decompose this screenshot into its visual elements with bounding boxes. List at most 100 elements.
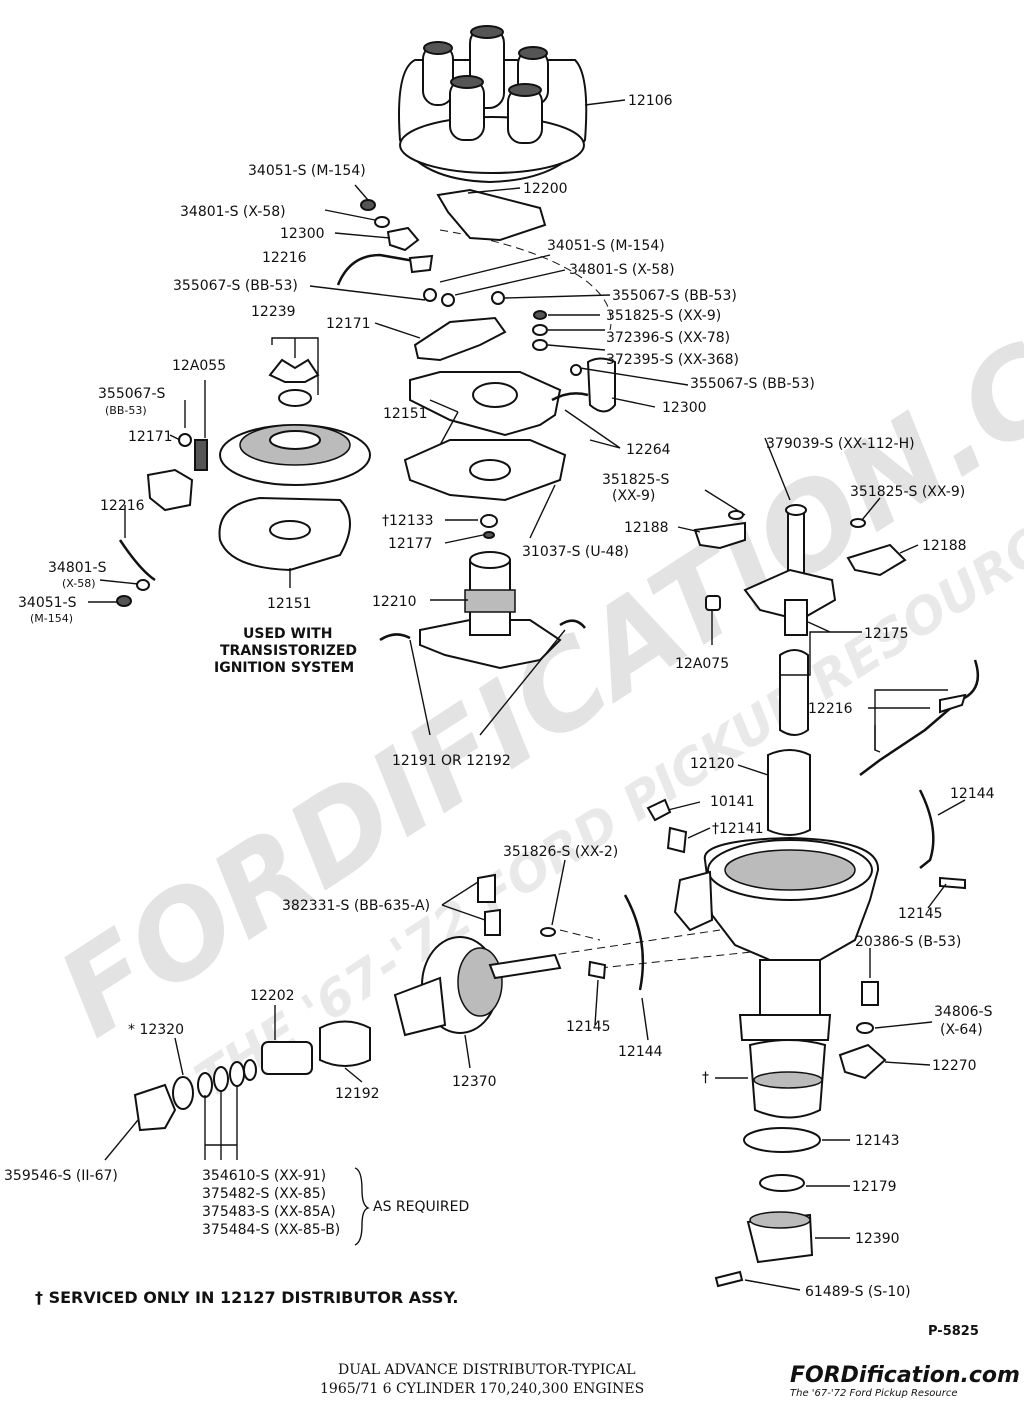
label-375482-s: 375482-S (XX-85): [202, 1186, 326, 1202]
label-34051-s-m154-a: 34051-S (M-154): [248, 163, 366, 179]
label-12216-c: 12216: [808, 701, 853, 717]
label-355067-s-bb53-c: 355067-S (BB-53): [690, 376, 815, 392]
label-12264: 12264: [626, 442, 671, 458]
label-12A055: 12A055: [172, 358, 226, 374]
label-351826-s: 351826-S (XX-2): [503, 844, 618, 860]
label-351825-s-xx9-a: 351825-S (XX-9): [606, 308, 721, 324]
leader-lines: [88, 99, 966, 1291]
label-12188-a: 12188: [624, 520, 669, 536]
pins: [587, 798, 966, 1080]
footnote: † SERVICED ONLY IN 12127 DISTRIBUTOR ASS…: [35, 1288, 458, 1307]
breaker-points: [413, 316, 507, 362]
centrifugal-plate: [379, 551, 586, 670]
label-12171-a: 12171: [326, 316, 371, 332]
label-12133: †12133: [382, 513, 434, 529]
label-12390: 12390: [855, 1231, 900, 1247]
label-12320: * 12320: [128, 1022, 184, 1038]
label-20386-s: 20386-S (B-53): [855, 934, 961, 950]
transistor-note-line3: IGNITION SYSTEM: [214, 660, 354, 676]
distributor-housing: [673, 836, 880, 1119]
reference-code: P-5825: [928, 1324, 979, 1339]
distributor-cap: [398, 25, 588, 184]
caption-line2: 1965/71 6 CYLINDER 170,240,300 ENGINES: [320, 1381, 644, 1397]
part-labels: 12106 34051-S (M-154) 12200 34801-S (X-5…: [4, 93, 995, 1300]
label-34051-s-left: 34051-S: [18, 595, 77, 611]
label-351825-s-mid: 351825-S: [602, 472, 669, 488]
label-12171-b: 12171: [128, 429, 173, 445]
transistor-note-line1: USED WITH: [243, 626, 332, 642]
brand-tagline: The '67-'72 Ford Pickup Resource: [790, 1388, 958, 1399]
rotor: [436, 188, 547, 242]
label-34801-s-x58-b: 34801-S (X-58): [569, 262, 675, 278]
label-12216-b: 12216: [100, 498, 145, 514]
label-bb53-left: (BB-53): [105, 404, 147, 417]
label-375483-s: 375483-S (XX-85A): [202, 1204, 336, 1220]
label-355067-s-left: 355067-S: [98, 386, 165, 402]
brand-name: FORDification.com: [790, 1363, 1020, 1388]
label-12191-or-12192: 12191 OR 12192: [392, 753, 511, 769]
label-12141: †12141: [712, 821, 764, 837]
label-354610-s: 354610-S (XX-91): [202, 1168, 326, 1184]
label-355067-s-bb53-b: 355067-S (BB-53): [612, 288, 737, 304]
label-34051-s-m154-b: 34051-S (M-154): [547, 238, 665, 254]
washer-stack: [532, 310, 582, 376]
label-12200: 12200: [523, 181, 568, 197]
label-12202: 12202: [250, 988, 295, 1004]
label-375484-s: 375484-S (XX-85-B): [202, 1222, 340, 1238]
label-34806-s: 34806-S: [934, 1004, 993, 1020]
transistor-note: USED WITH TRANSISTORIZED IGNITION SYSTEM: [214, 626, 357, 676]
label-12270: 12270: [932, 1058, 977, 1074]
label-12300-b: 12300: [662, 400, 707, 416]
label-10141: 10141: [710, 794, 755, 810]
lower-components: [714, 1127, 821, 1288]
label-12151-a: 12151: [383, 406, 428, 422]
advance-weights: [480, 510, 907, 611]
label-12188-b: 12188: [922, 538, 967, 554]
vacuum-advance: [261, 873, 562, 1075]
label-12210: 12210: [372, 594, 417, 610]
label-12144-a: 12144: [950, 786, 995, 802]
label-12143: 12143: [855, 1133, 900, 1149]
label-12192: 12192: [335, 1086, 380, 1102]
transistorized-assembly: [116, 358, 371, 607]
label-372396-s: 372396-S (XX-78): [606, 330, 730, 346]
shaft-assembly: [743, 504, 837, 836]
label-as-required: AS REQUIRED: [373, 1199, 469, 1215]
label-12106: 12106: [628, 93, 673, 109]
label-61489-s: 61489-S (S-10): [805, 1284, 911, 1300]
top-hardware: [336, 199, 505, 307]
label-382331-s: 382331-S (BB-635-A): [282, 898, 430, 914]
label-12216-a: 12216: [262, 250, 307, 266]
label-12144-b: 12144: [618, 1044, 663, 1060]
label-xx9-mid: (XX-9): [612, 488, 655, 504]
label-12370: 12370: [452, 1074, 497, 1090]
label-12151-b: 12151: [267, 596, 312, 612]
label-12239: 12239: [251, 304, 296, 320]
label-359546-s: 359546-S (II-67): [4, 1168, 118, 1184]
label-355067-s-bb53-a: 355067-S (BB-53): [173, 278, 298, 294]
label-x58-left: (X-58): [62, 577, 96, 590]
label-dagger: †: [702, 1070, 709, 1086]
label-12120: 12120: [690, 756, 735, 772]
clip-right: [918, 789, 935, 869]
tach-cable: [859, 659, 980, 776]
label-12145-a: 12145: [898, 906, 943, 922]
label-379039-s: 379039-S (XX-112-H): [766, 436, 915, 452]
label-12145-b: 12145: [566, 1019, 611, 1035]
shims-nut: [133, 1059, 257, 1132]
label-m154-left: (M-154): [30, 612, 73, 625]
transistor-note-line2: TRANSISTORIZED: [220, 643, 357, 659]
label-12177: 12177: [388, 536, 433, 552]
label-34801-s-x58-a: 34801-S (X-58): [180, 204, 286, 220]
label-x64: (X-64): [940, 1022, 983, 1038]
label-12A075: 12A075: [675, 656, 729, 672]
label-34801-s-left: 34801-S: [48, 560, 107, 576]
label-351825-s-xx9-c: 351825-S (XX-9): [850, 484, 965, 500]
brand-logo: FORDification.com The '67-'72 Ford Picku…: [790, 1363, 1020, 1399]
label-12179: 12179: [852, 1179, 897, 1195]
caption-line1: DUAL ADVANCE DISTRIBUTOR-TYPICAL: [338, 1362, 636, 1378]
label-372395-s: 372395-S (XX-368): [606, 352, 739, 368]
label-12175: 12175: [864, 626, 909, 642]
label-12300-a: 12300: [280, 226, 325, 242]
